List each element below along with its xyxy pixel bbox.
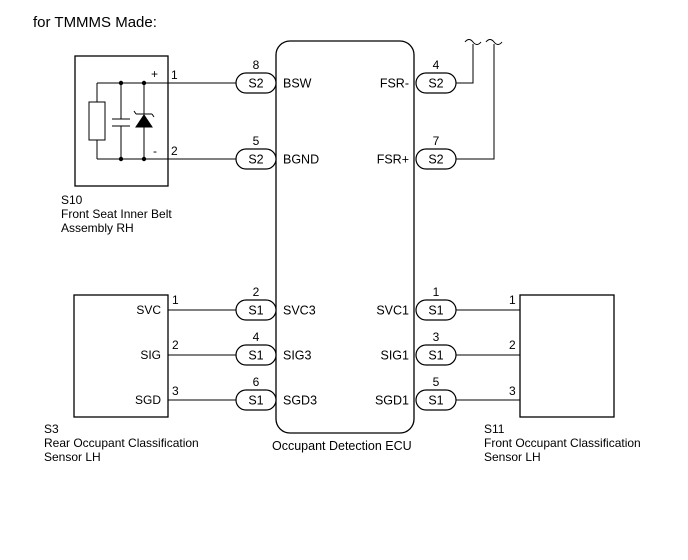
rear-sensor-name-line2: Sensor LH [44, 450, 101, 464]
rear-pin-num-2: 2 [172, 338, 179, 352]
pin-number: 5 [253, 134, 260, 148]
connector-label: S1 [428, 349, 443, 363]
pin-number: 2 [253, 285, 260, 299]
connector-label: S1 [428, 394, 443, 408]
rear-sensor-box [73, 294, 169, 418]
terminal-name: SVC3 [283, 304, 316, 318]
connector-pill [235, 299, 277, 321]
connector-pill [415, 389, 457, 411]
pin-number: 1 [433, 285, 440, 299]
belt-assembly: + - 1 2 S10 Front Seat Inner Belt Assemb… [61, 55, 178, 235]
connector-label: S2 [428, 153, 443, 167]
connector-label: S2 [248, 77, 263, 91]
connector-label: S2 [428, 77, 443, 91]
connector-pill [415, 72, 457, 94]
pin-number: 7 [433, 134, 440, 148]
belt-name-line2: Assembly RH [61, 221, 134, 235]
rear-pin-label-svc: SVC [136, 303, 161, 317]
terminal-name: FSR- [380, 77, 409, 91]
connector-pill [235, 389, 277, 411]
connector-label: S1 [248, 349, 263, 363]
rear-pin-label-sgd: SGD [135, 393, 161, 407]
front-pin-num-3: 3 [509, 384, 516, 398]
connector-pill [235, 148, 277, 170]
terminal-name: SIG1 [381, 349, 410, 363]
connector-pill [415, 299, 457, 321]
ecu-terminals: S28BSWS25BGNDS12SVC3S14SIG3S16SGD3S24FSR… [235, 58, 457, 411]
terminal-name: FSR+ [377, 153, 409, 167]
belt-name-line1: Front Seat Inner Belt [61, 207, 172, 221]
terminal-name: SIG3 [283, 349, 312, 363]
front-pin-num-1: 1 [509, 293, 516, 307]
front-pin-num-2: 2 [509, 338, 516, 352]
front-sensor-box [519, 294, 615, 418]
pin-number: 8 [253, 58, 260, 72]
wires [168, 44, 520, 401]
connector-label: S2 [248, 153, 263, 167]
front-sensor-code: S11 [484, 422, 505, 436]
pin-number: 6 [253, 375, 260, 389]
rear-sensor-name-line1: Rear Occupant Classification [44, 436, 199, 450]
terminal-name: BSW [283, 77, 312, 91]
connector-label: S1 [248, 304, 263, 318]
front-sensor: 1 2 3 S11 Front Occupant Classification … [484, 293, 641, 464]
ecu-label: Occupant Detection ECU [272, 439, 412, 453]
pin-number: 5 [433, 375, 440, 389]
belt-code: S10 [61, 193, 83, 207]
rear-pin-num-1: 1 [172, 293, 179, 307]
belt-junction-dots [118, 80, 147, 162]
front-sensor-name-line2: Sensor LH [484, 450, 541, 464]
belt-minus-sign: - [153, 144, 157, 158]
rear-pin-label-sig: SIG [140, 348, 161, 362]
pin-number: 3 [433, 330, 440, 344]
belt-box [74, 55, 169, 187]
ecu-box [275, 40, 415, 434]
connector-pill [415, 344, 457, 366]
terminal-name: SGD3 [283, 394, 317, 408]
connector-pill [415, 148, 457, 170]
pin-number: 4 [433, 58, 440, 72]
connector-pill [235, 72, 277, 94]
terminal-name: BGND [283, 153, 319, 167]
connector-pill [235, 344, 277, 366]
header-title: for TMMMS Made: [33, 14, 157, 31]
belt-internal-circuit [88, 82, 168, 160]
belt-plus-sign: + [151, 67, 158, 81]
rear-pin-num-3: 3 [172, 384, 179, 398]
rear-sensor: SVC SIG SGD 1 2 3 S3 Rear Occupant Class… [44, 293, 199, 464]
terminal-name: SGD1 [375, 394, 409, 408]
connector-label: S1 [248, 394, 263, 408]
belt-pin-plus: 1 [171, 68, 178, 82]
resistor-icon [88, 101, 106, 141]
rear-sensor-code: S3 [44, 422, 59, 436]
pin-number: 4 [253, 330, 260, 344]
wire-continuation-icon [464, 39, 503, 45]
belt-pin-minus: 2 [171, 144, 178, 158]
terminal-name: SVC1 [376, 304, 409, 318]
front-sensor-name-line1: Front Occupant Classification [484, 436, 641, 450]
connector-label: S1 [428, 304, 443, 318]
